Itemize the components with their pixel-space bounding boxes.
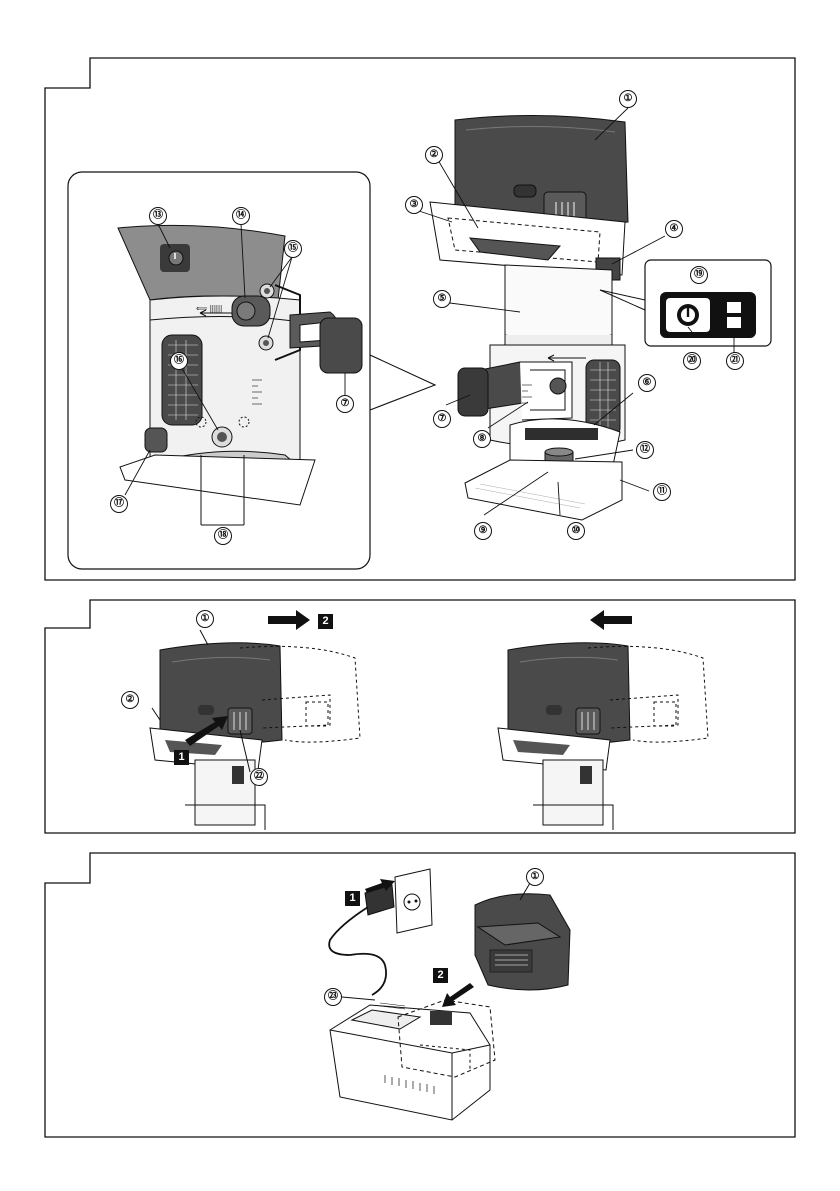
callout-depth-scale: ⑧ xyxy=(473,430,491,448)
callout-lock-screw: ⑯ xyxy=(170,352,188,370)
callout-base-knob: ⑰ xyxy=(110,495,128,513)
figure-3-frame: ① ㉓ 1 2 xyxy=(0,845,840,1145)
arrow-left-icon xyxy=(590,610,632,630)
callout-clamp-lever-inset: ⑦ xyxy=(336,395,354,413)
callout-clamp-lever-main: ⑦ xyxy=(433,410,451,428)
callout-battery-cover: ③ xyxy=(405,196,423,214)
callout-button-inset: ⑬ xyxy=(149,207,167,225)
callout-led-panel: ⑲ xyxy=(690,266,708,284)
callout-base: ⑪ xyxy=(653,483,671,501)
callout-battery: ① xyxy=(526,868,544,886)
callout-battery: ① xyxy=(619,90,637,108)
callout-hook: ② xyxy=(121,691,139,709)
callout-battery-indicator: ㉑ xyxy=(726,352,744,370)
step-2-badge: 2 xyxy=(318,614,333,629)
callout-battery: ① xyxy=(196,610,214,628)
callout-switch: ④ xyxy=(665,220,683,238)
figure-2-drawing xyxy=(0,590,840,840)
right-tool-drawing xyxy=(498,610,708,830)
callout-power-button: ⑳ xyxy=(683,352,701,370)
callout-charger: ㉓ xyxy=(324,988,342,1006)
callout-adjust-knob: ⑭ xyxy=(232,207,250,225)
callout-base-screws: ⑱ xyxy=(214,527,232,545)
detail-arrow-text: ⟸ |||||| xyxy=(196,304,222,313)
step-1-badge: 1 xyxy=(174,750,189,765)
callout-hook: ② xyxy=(425,146,443,164)
socket-icon xyxy=(395,869,432,933)
figure-3-drawing xyxy=(0,845,840,1145)
step-1-badge: 1 xyxy=(345,891,360,906)
callout-shaft-lock: ⑫ xyxy=(636,441,654,459)
step-2-badge: 2 xyxy=(433,968,448,983)
figure-1-frame: ① ② ③ ④ ⑤ ⑥ ⑦ ⑦ ⑧ ⑨ ⑩ ⑪ ⑫ ⑬ ⑭ ⑮ ⑯ ⑰ ⑱ ⑲ … xyxy=(0,0,840,590)
callout-collet-nut: ⑨ xyxy=(474,522,492,540)
left-tool-drawing xyxy=(150,610,360,830)
callout-screws: ⑮ xyxy=(284,240,302,258)
figure-2-frame: ① ② ㉒ 1 2 xyxy=(0,590,840,840)
callout-base-plate-lower: ⑥ xyxy=(638,374,656,392)
callout-latch: ㉒ xyxy=(250,768,268,786)
callout-collet: ⑩ xyxy=(567,522,585,540)
arrow-right-icon xyxy=(268,610,310,630)
callout-motor-housing: ⑤ xyxy=(433,290,451,308)
